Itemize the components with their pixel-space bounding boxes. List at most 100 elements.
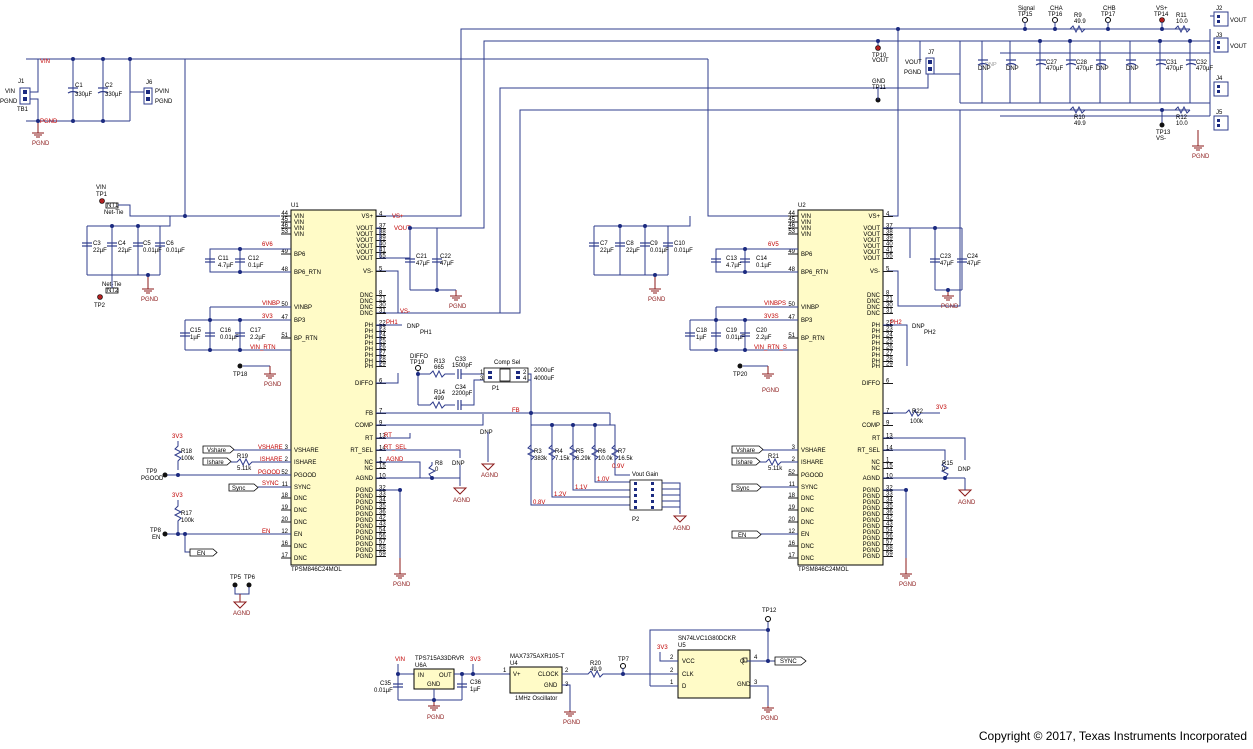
u5-flipflop: SN74LVC1G80DCKR U5 VCC CLK D Q GND 221 4… [670,636,758,699]
svg-text:PH1: PH1 [420,330,432,336]
svg-text:665: 665 [434,365,445,371]
pin-name: BP_RTN [801,336,825,342]
j1-pin2-label: PGND [0,99,18,105]
resistor-r11: R11 10.0 [1174,13,1191,34]
pin-number: 5 [379,267,383,273]
pin-name: PGND [863,512,881,518]
pin-name: VS- [363,269,373,275]
pin-name: PH [365,347,373,353]
pin-name: SYNC [294,485,311,491]
j1-pin1-label: VIN [5,89,15,95]
tp9-testpoint[interactable]: TP9 PGOOD [141,469,168,482]
j6-connector[interactable]: J6 PVIN PGND [130,80,173,105]
tp17-testpoint[interactable]: CHB TP17 [1101,6,1116,29]
pin-number: 59 [886,552,893,558]
offpage-sync-u1[interactable]: Sync [228,483,259,492]
pin-number: 26 [886,345,893,351]
svg-text:EN: EN [262,529,270,535]
pin-name: VS+ [361,214,373,220]
p1-comp-sel-jumper[interactable]: Comp Sel 13 24 P1 2000uF 4000uF [480,360,555,392]
svg-text:U4: U4 [510,661,518,667]
pgnd-symbol-u2in: PGND [648,275,666,303]
pin-number: 58 [379,546,386,552]
pin-number: 14 [886,446,893,452]
tp11-testpoint[interactable]: GND TP11 [872,79,887,103]
pin-name: PH [872,347,880,353]
svg-text:C1: C1 [75,83,83,89]
offpage-sync-out[interactable]: SYNC [774,656,807,666]
pin-name: VOUT [863,256,880,262]
tp14-testpoint[interactable]: VS+ TP14 [1154,6,1169,29]
pin-name: PGOOD [801,473,824,479]
svg-text:SN74LVC1G80DCKR: SN74LVC1G80DCKR [678,636,737,642]
svg-text:PGOOD: PGOOD [141,476,164,482]
pin-name: BP6_RTN [801,270,828,276]
offpage-vshare-u2[interactable]: Vshare [731,445,764,454]
pin-name: PGND [863,548,881,554]
tp15-testpoint[interactable]: Signal TP15 [1018,6,1035,29]
j4-connector[interactable]: J4 [1213,76,1229,97]
tp5-tp6-testpoints[interactable]: TP5 TP6 AGND [230,575,256,617]
j5-connector[interactable]: J5 [1213,110,1229,131]
svg-text:TP13: TP13 [1156,130,1171,136]
capacitor-c9: C90.01µF [640,241,669,254]
pin-number: 48 [788,267,795,273]
tp7-testpoint[interactable]: TP7 [618,657,630,674]
j1-connector[interactable]: J1 VIN PGND TB1 [0,59,39,121]
svg-text:TP2: TP2 [94,303,106,309]
offpage-vshare-u1[interactable]: Vshare [202,445,235,454]
tp1-testpoint[interactable]: VIN TP1 [96,185,108,204]
svg-text:Net-Tie: Net-Tie [104,210,124,216]
pin-number: 6 [886,379,890,385]
pin-number: 1 [886,458,890,464]
pgnd-symbol-ff: PGND [761,706,779,722]
pin-name: PGND [356,512,374,518]
offpage-sync-u2[interactable]: Sync [731,483,762,492]
tp16-testpoint[interactable]: CHA TP16 [1048,6,1063,29]
pin-number: 16 [281,541,288,547]
offpage-ishare-u1[interactable]: Ishare [202,457,232,466]
p2-vout-gain-jumper[interactable]: Vout Gain P2 AGND [629,472,691,532]
resistor-r9: R9 49.9 [1069,13,1086,34]
svg-text:6.29k: 6.29k [576,456,592,462]
pin-number: 39 [886,236,893,242]
svg-text:VIN_RTN: VIN_RTN [250,345,276,351]
offpage-en-u1[interactable]: EN [189,548,218,557]
j7-connector[interactable]: J7 VOUT PGND [904,50,935,76]
svg-text:J5: J5 [1216,110,1223,116]
tp18-testpoint[interactable]: TP18 [233,363,270,379]
offpage-ishare-u2[interactable]: Ishare [731,457,761,466]
pin-number: 31 [379,309,386,315]
pgnd-symbol-u1in: PGND [141,275,159,303]
tp13-testpoint[interactable]: TP13 VS- [1156,110,1171,142]
offpage-en-u2[interactable]: EN [731,530,762,539]
svg-text:3V3S: 3V3S [764,314,779,320]
tp19-testpoint[interactable]: DIFFO TP19 [410,354,428,371]
svg-text:PGND: PGND [941,304,959,310]
pin-number: 32 [379,486,386,492]
pin-number: 6 [379,379,383,385]
svg-text:2: 2 [670,655,674,661]
svg-text:1MHz Oscillator: 1MHz Oscillator [515,696,557,702]
svg-text:47µF: 47µF [940,261,954,267]
pin-number: 24 [886,333,893,339]
pin-number: 29 [886,362,893,368]
tp12-testpoint[interactable]: TP12 [762,608,777,622]
tp10-testpoint[interactable]: TP10 VOUT [872,45,889,65]
pin-name: PH [872,364,880,370]
svg-text:3V3: 3V3 [657,645,668,651]
tp20-testpoint[interactable]: TP20 [733,363,768,379]
pin-name: RT [872,436,880,442]
pin-number: 7 [886,409,890,415]
pin-name: BP6 [801,252,813,258]
svg-text:3: 3 [754,680,758,686]
pin-number: 56 [379,534,386,540]
tp8-testpoint[interactable]: TP8 EN [150,528,168,541]
svg-text:PGND: PGND [648,297,666,303]
